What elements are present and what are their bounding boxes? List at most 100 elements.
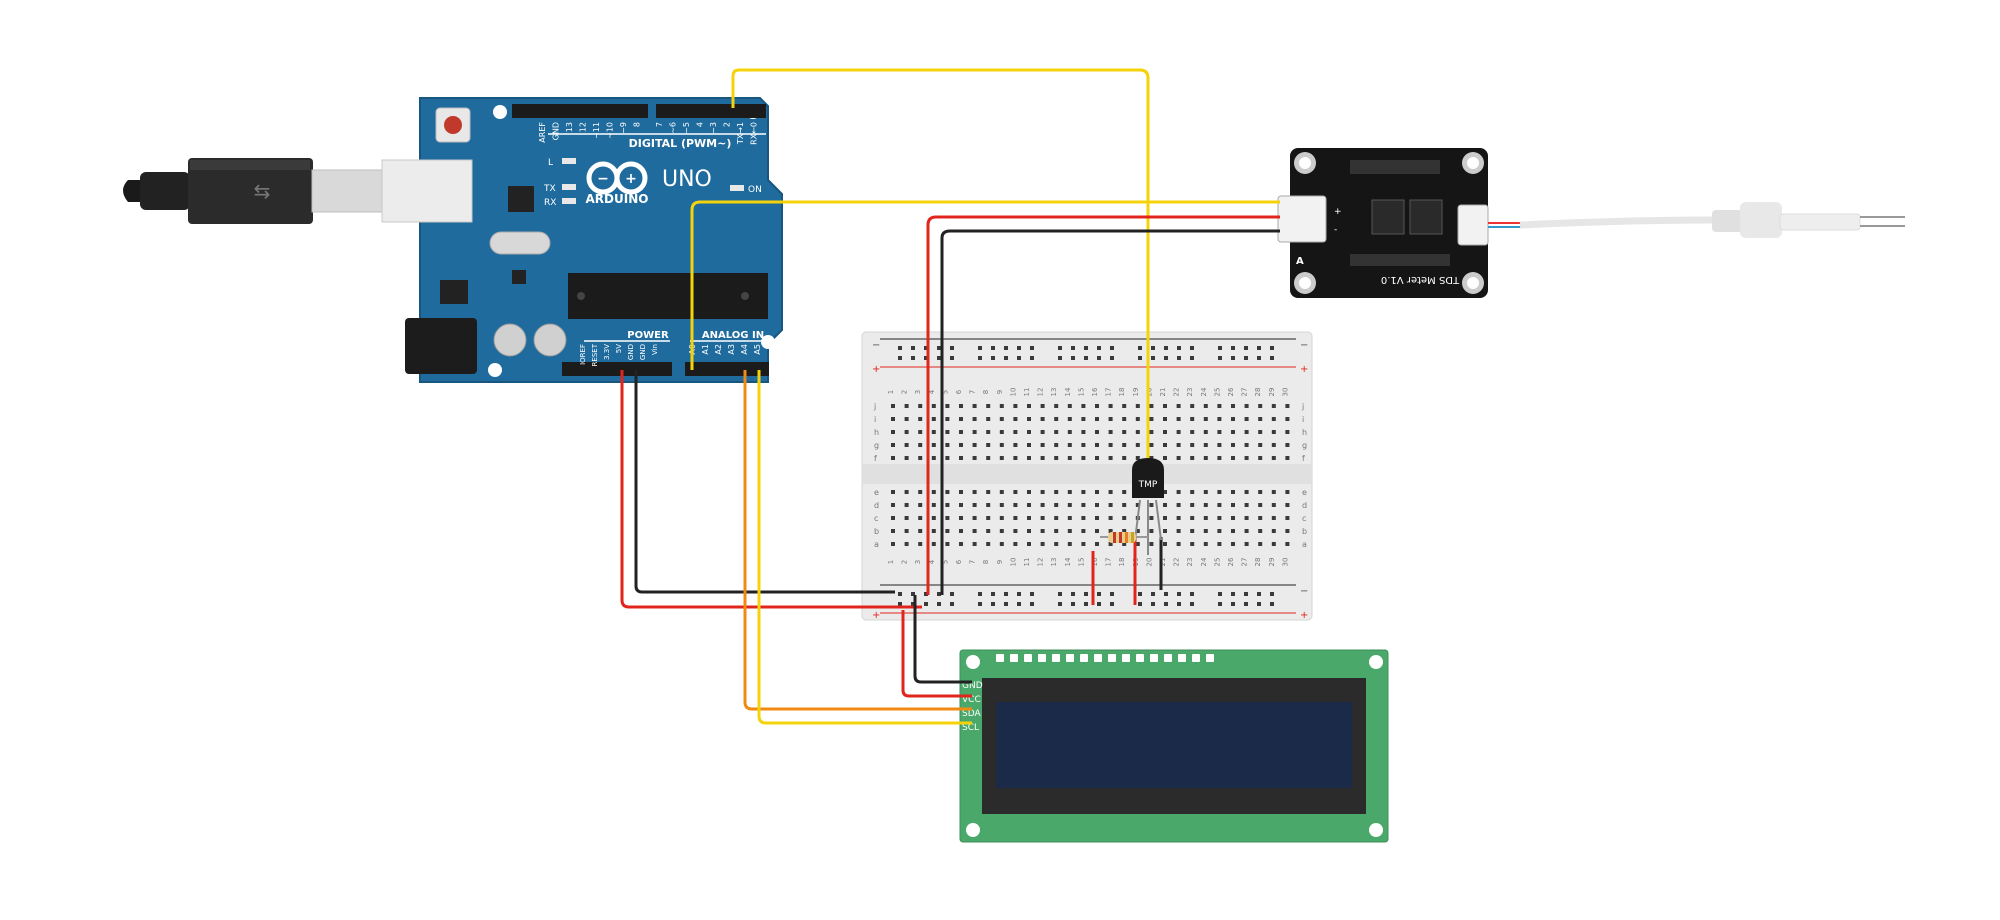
column-number: 17 <box>1105 558 1113 567</box>
row-letter: a <box>1302 540 1307 549</box>
breadboard-hole <box>1271 430 1276 434</box>
column-number: 6 <box>955 389 963 394</box>
rail-hole <box>1138 602 1142 606</box>
breadboard-hole <box>891 529 895 533</box>
breadboard-hole <box>1013 490 1018 494</box>
column-number: 18 <box>1118 558 1126 567</box>
rail-hole <box>991 356 995 360</box>
row-letter: d <box>1302 501 1307 510</box>
breadboard-hole <box>1108 417 1113 421</box>
column-number: 30 <box>1281 388 1289 397</box>
breadboard-hole <box>1095 430 1099 434</box>
column-number: 10 <box>1009 558 1017 567</box>
breadboard-hole <box>1054 516 1059 520</box>
rail-hole <box>1270 602 1274 606</box>
power-pin-label: GND <box>639 344 647 360</box>
lcd-pin <box>1024 654 1032 662</box>
reset-button[interactable] <box>444 116 462 134</box>
breadboard-hole <box>1217 542 1222 546</box>
svg-text:−: − <box>872 340 880 351</box>
breadboard-hole <box>1095 443 1099 447</box>
breadboard-hole <box>1231 516 1235 520</box>
rail-hole <box>1110 356 1114 360</box>
column-number: 12 <box>1037 388 1045 397</box>
column-number: 26 <box>1227 557 1235 566</box>
breadboard-hole <box>891 456 895 460</box>
breadboard-hole <box>1217 417 1222 421</box>
breadboard-hole <box>959 542 963 546</box>
analog-pin-label: A2 <box>714 344 723 355</box>
column-number: 9 <box>996 390 1004 394</box>
rail-hole <box>950 592 954 596</box>
rail-hole <box>898 592 902 596</box>
breadboard-hole <box>1027 404 1031 408</box>
power-label: POWER <box>627 330 669 341</box>
digital-pin-label: 4 <box>696 122 705 127</box>
breadboard-hole <box>1122 430 1127 434</box>
breadboard-hole <box>1135 503 1140 507</box>
breadboard-hole <box>1176 516 1181 520</box>
lcd-pin <box>1010 654 1018 662</box>
breadboard-hole <box>1122 404 1127 408</box>
column-number: 2 <box>901 390 909 394</box>
row-letter: j <box>873 402 876 411</box>
rail-hole <box>1190 602 1194 606</box>
breadboard-hole <box>1067 404 1072 408</box>
digital-header-label: DIGITAL (PWM~) <box>629 137 732 150</box>
on-label: ON <box>748 185 762 195</box>
column-number: 27 <box>1241 388 1249 397</box>
rail-hole <box>1110 602 1114 606</box>
digital-pin-label: ~10 <box>606 122 615 139</box>
breadboard-hole <box>1108 443 1113 447</box>
breadboard-hole <box>1149 503 1154 507</box>
svg-text:+: + <box>872 364 880 375</box>
breadboard-hole <box>891 490 895 494</box>
breadboard-hole <box>1067 490 1072 494</box>
row-letter: b <box>874 527 879 536</box>
column-number: 27 <box>1241 558 1249 567</box>
breadboard-hole <box>999 417 1004 421</box>
breadboard-hole <box>986 456 991 460</box>
column-number: 30 <box>1281 558 1289 567</box>
rail-hole <box>1164 602 1168 606</box>
breadboard-hole <box>1217 430 1222 434</box>
rail-hole <box>1004 592 1008 596</box>
breadboard-hole <box>918 542 923 546</box>
column-number: 20 <box>1145 558 1153 567</box>
rail-hole <box>1097 592 1101 596</box>
lcd-pin-sda: SDA <box>962 709 981 719</box>
wire-5v-to-rail <box>620 370 922 609</box>
lcd-pin <box>1038 654 1046 662</box>
breadboard-hole <box>959 529 963 533</box>
breadboard-hole <box>1040 490 1045 494</box>
breadboard-hole <box>1231 404 1235 408</box>
breadboard-hole <box>1190 503 1195 507</box>
breadboard-hole <box>904 516 909 520</box>
breadboard-hole <box>1040 430 1045 434</box>
breadboard-hole <box>945 503 950 507</box>
breadboard-hole <box>1271 456 1276 460</box>
breadboard-hole <box>1108 430 1113 434</box>
rail-hole <box>1244 346 1248 350</box>
rail-hole <box>978 592 982 596</box>
column-number: 21 <box>1159 388 1167 397</box>
breadboard-hole <box>1027 490 1031 494</box>
breadboard-hole <box>1054 529 1059 533</box>
rail-hole <box>937 356 941 360</box>
lcd-header-pins <box>996 654 1214 662</box>
rail-hole <box>1164 356 1168 360</box>
breadboard-hole <box>1108 529 1113 533</box>
breadboard-hole <box>1122 490 1127 494</box>
breadboard-hole <box>1163 542 1167 546</box>
column-number: 11 <box>1023 558 1031 567</box>
breadboard-hole <box>1231 443 1235 447</box>
rail-hole <box>1071 592 1075 596</box>
breadboard-hole <box>1244 529 1249 533</box>
breadboard-hole <box>931 443 936 447</box>
breadboard-hole <box>1081 417 1086 421</box>
svg-text:+: + <box>1300 610 1308 621</box>
breadboard-hole <box>1285 417 1290 421</box>
breadboard-hole <box>1040 404 1045 408</box>
rail-hole <box>1097 346 1101 350</box>
breadboard-hole <box>1176 404 1181 408</box>
